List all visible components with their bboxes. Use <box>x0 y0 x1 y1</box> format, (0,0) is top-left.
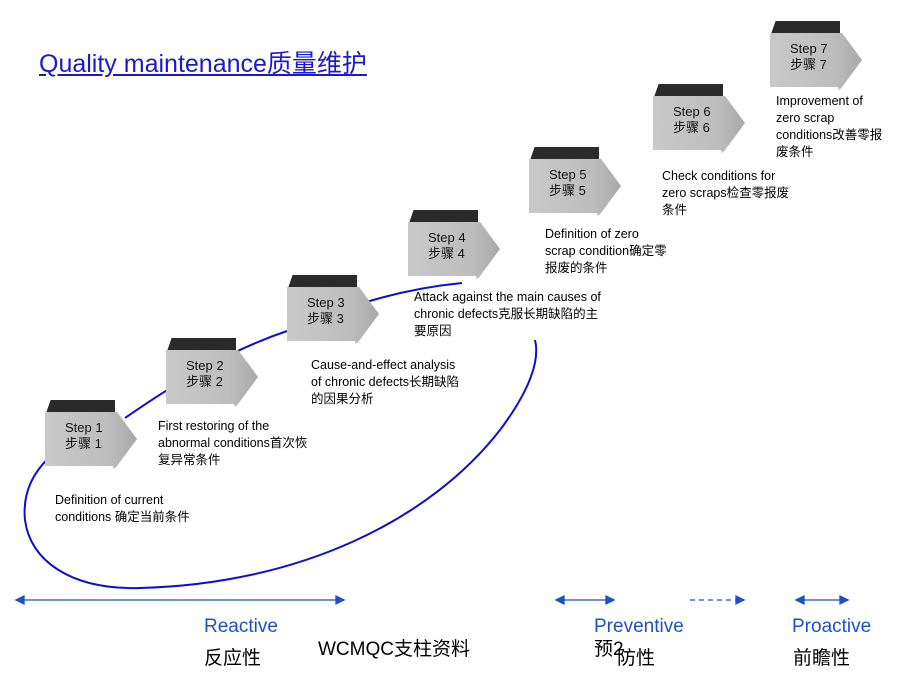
step-6-label: Step 6 步骤 6 <box>673 104 711 135</box>
phase-proactive-en: Proactive <box>792 616 872 637</box>
step-7-label: Step 7 步骤 7 <box>790 41 828 72</box>
step-7-description: Improvement of zero scrap conditions改善零报… <box>776 94 883 159</box>
step-6-box[interactable]: Step 6 步骤 6 <box>653 84 745 152</box>
step-5-box[interactable]: Step 5 步骤 5 <box>529 147 621 215</box>
step-3-description: Cause-and-effect analysis of chronic def… <box>311 358 459 406</box>
step-1-label: Step 1 步骤 1 <box>65 420 103 451</box>
phase-reactive-cn: 反应性 <box>204 648 262 669</box>
improvement-loop-curve <box>23 339 538 590</box>
reactive-range-arrow <box>14 594 346 606</box>
page-title[interactable]: Quality maintenance质量维护 <box>39 50 367 78</box>
step-2-description: First restoring of the abnormal conditio… <box>158 419 308 467</box>
proactive-range-arrow <box>794 594 850 606</box>
step-2-box[interactable]: Step 2 步骤 2 <box>166 338 258 406</box>
step-4-label: Step 4 步骤 4 <box>428 230 466 261</box>
step-4-box[interactable]: Step 4 步骤 4 <box>408 210 500 278</box>
step-5-label: Step 5 步骤 5 <box>549 167 587 198</box>
step-2-label: Step 2 步骤 2 <box>186 358 224 389</box>
step-7-box[interactable]: Step 7 步骤 7 <box>770 21 862 89</box>
phase-preventive-en: Preventive <box>594 616 684 637</box>
step-3-box[interactable]: Step 3 步骤 3 <box>287 275 379 343</box>
footer-source: WCMQC支柱资料 <box>318 639 470 660</box>
step-6-description: Check conditions for zero scraps检查零报废条件 <box>662 169 790 217</box>
step-4-description: Attack against the main causes of chroni… <box>414 290 601 338</box>
step-3-label: Step 3 步骤 3 <box>307 295 345 326</box>
phase-reactive-en: Reactive <box>204 616 278 637</box>
page-number: 预2 <box>594 639 624 660</box>
preventive-range-arrow <box>554 594 746 606</box>
step-1-description: Definition of current conditions 确定当前条件 <box>55 493 190 524</box>
phase-preventive-cn: 防性 <box>617 648 656 669</box>
phase-proactive-cn: 前瞻性 <box>793 648 851 669</box>
step-1-box[interactable]: Step 1 步骤 1 <box>45 400 137 468</box>
step-5-description: Definition of zero scrap condition确定零报废的… <box>545 227 667 275</box>
